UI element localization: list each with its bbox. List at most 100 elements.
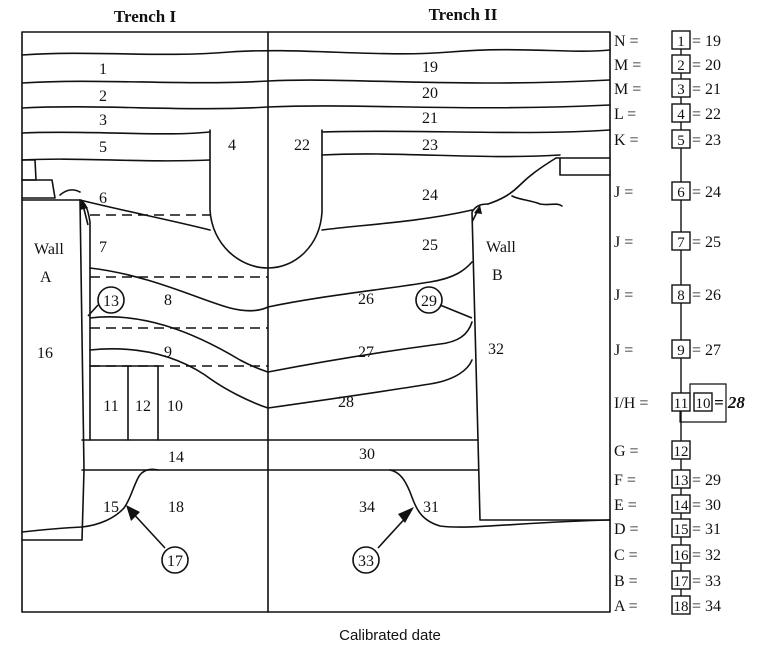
phase-sequence: N =1= 19M =2= 20M =3= 21L =4= 22K =5= 23… <box>614 30 745 615</box>
stratum-boundary <box>21 158 211 162</box>
pit-cut <box>209 129 323 269</box>
title-trench-2: Trench II <box>429 5 498 24</box>
wall-a-step <box>21 159 37 181</box>
layer-label: 4 <box>228 137 236 154</box>
lower-deposit <box>389 469 611 528</box>
lower-deposit <box>81 468 159 528</box>
wall-a-rubble <box>59 189 81 196</box>
layer-box <box>671 595 691 615</box>
layer-box-number: 9 <box>677 343 685 359</box>
layer-label: 30 <box>359 446 375 463</box>
arrowhead-33 <box>398 507 414 523</box>
layer-box-number: 18 <box>674 599 689 615</box>
layer-label: 24 <box>422 187 438 204</box>
wall-b-letter: B <box>492 267 503 284</box>
phase-label: J = <box>614 287 633 304</box>
phase-label: B = <box>614 573 638 590</box>
stratum-boundary <box>21 79 611 84</box>
arrowhead-wall-b <box>474 205 482 214</box>
layer-box <box>671 103 691 123</box>
layer-box-number: 6 <box>677 185 685 201</box>
ground-line <box>21 526 83 533</box>
title-trench-1: Trench I <box>114 7 177 26</box>
leader-13 <box>87 304 99 317</box>
circle-33 <box>352 546 380 574</box>
layer-box <box>671 181 691 201</box>
layer-label: 32 <box>488 341 504 358</box>
layer-box <box>671 392 691 412</box>
deposit-boundary <box>89 261 473 312</box>
layer-box-number: 14 <box>674 498 690 514</box>
layer-label: 9 <box>164 344 172 361</box>
stratum-boundary <box>21 131 211 135</box>
wall-b <box>471 203 611 521</box>
bracket <box>679 383 727 423</box>
layer-label: 6 <box>99 190 107 207</box>
layer-label: 15 <box>103 499 119 516</box>
calibrated-equivalent: = 22 <box>692 106 721 123</box>
layer-box-number: 17 <box>674 574 690 590</box>
calibrated-equivalent: = 27 <box>692 342 721 359</box>
leader-29 <box>439 304 473 319</box>
layer-label: 18 <box>168 499 184 516</box>
phase-label: F = <box>614 472 636 489</box>
phase-label: A = <box>614 598 638 615</box>
stratum-boundary <box>321 153 561 158</box>
circle-13 <box>97 286 125 314</box>
layer-label: 25 <box>422 237 438 254</box>
layer-box-number: 12 <box>674 444 689 460</box>
stratum-boundary <box>21 48 611 56</box>
phase-label: G = <box>614 443 639 460</box>
phase-label: J = <box>614 234 633 251</box>
layer-label: 7 <box>99 239 107 256</box>
arrowhead-17 <box>126 505 140 521</box>
layer-label: 31 <box>423 499 439 516</box>
calibrated-equivalent: = 33 <box>692 573 721 590</box>
layer-box-number: 5 <box>677 133 685 149</box>
phase-label: E = <box>614 497 637 514</box>
layer-box-number: 16 <box>674 548 690 564</box>
layer-box <box>671 339 691 359</box>
wall-b-label: Wall <box>486 239 516 256</box>
layer-label: 10 <box>167 398 183 415</box>
layer-label: 34 <box>359 499 375 516</box>
calibrated-equivalent: = 26 <box>692 287 721 304</box>
layer-label: 26 <box>358 291 374 308</box>
phase-label: N = <box>614 33 639 50</box>
deposit-boundary <box>321 209 473 231</box>
deposit-boundary <box>89 316 473 373</box>
layer-label: 22 <box>294 137 310 154</box>
layer-box-number: 7 <box>677 235 685 251</box>
layer-box <box>671 54 691 74</box>
layer-label: 27 <box>358 344 374 361</box>
layer-box <box>671 570 691 590</box>
calibrated-equivalent: = 20 <box>692 57 721 74</box>
layer-label: 2 <box>99 88 107 105</box>
layer-label: 19 <box>422 59 438 76</box>
circled-label: 33 <box>358 553 374 570</box>
layer-label: 12 <box>135 398 151 415</box>
calibrated-equivalent: = 29 <box>692 472 721 489</box>
calibrated-equivalent: = 24 <box>692 184 721 201</box>
phase-label: K = <box>614 132 639 149</box>
layer-box <box>671 440 691 460</box>
layer-box-number: 8 <box>677 288 685 304</box>
layer-label: 11 <box>103 398 118 415</box>
wall-a-label: Wall <box>34 241 64 258</box>
circle-17 <box>161 546 189 574</box>
layer-box-number: 4 <box>677 107 685 123</box>
deposit-boundary <box>89 348 473 409</box>
calibrated-equivalent: = 19 <box>692 33 721 50</box>
phase-label: I/H = <box>614 395 648 412</box>
layer-box <box>671 231 691 251</box>
layer-label: 28 <box>338 394 354 411</box>
layer-box-number: 13 <box>674 473 689 489</box>
circled-label: 17 <box>167 553 183 570</box>
wall-a-letter: A <box>40 269 52 286</box>
wall-b-rubble <box>511 195 563 207</box>
layer-box <box>671 544 691 564</box>
layer-label: 8 <box>164 292 172 309</box>
calibrated-equivalent: = 34 <box>692 598 721 615</box>
calibrated-equivalent: = 21 <box>692 81 721 98</box>
